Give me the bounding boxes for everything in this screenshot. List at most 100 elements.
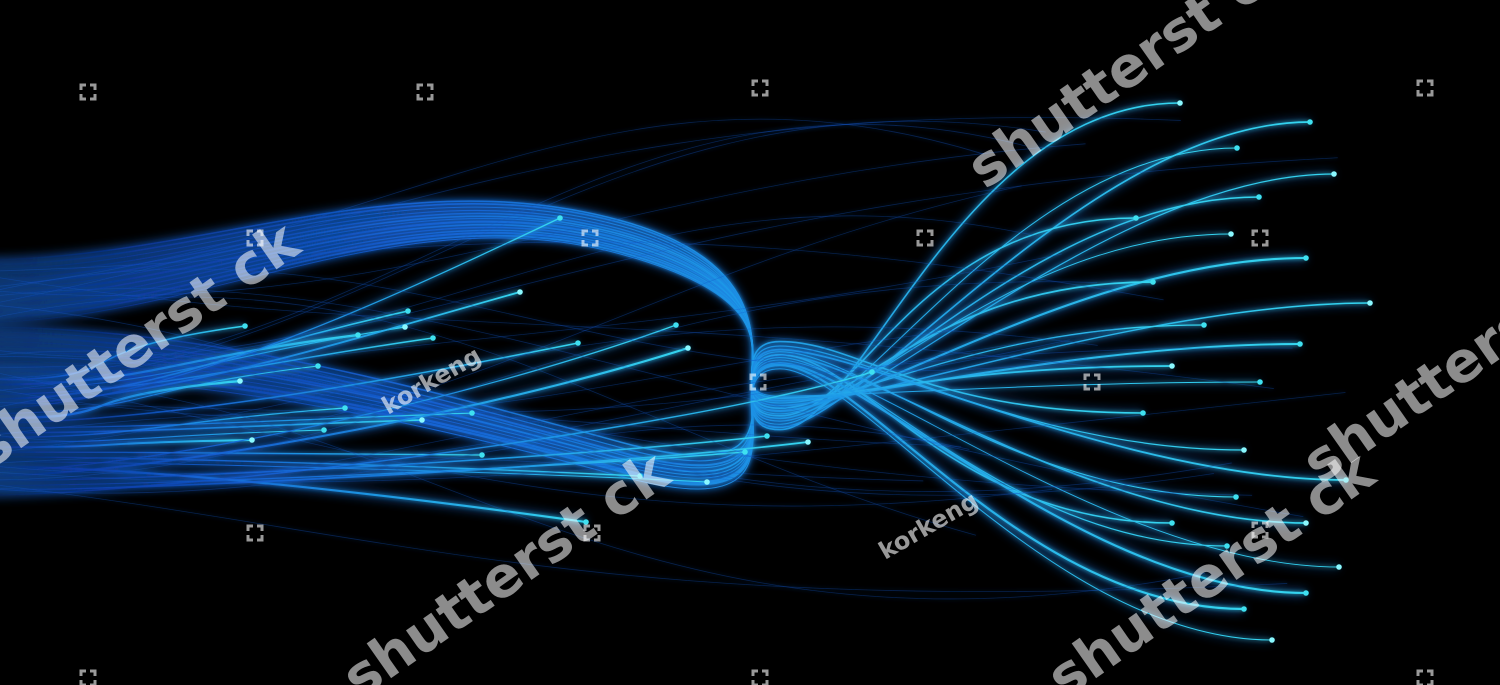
faint-strand — [0, 355, 1253, 496]
strand-tip-dot — [1241, 606, 1247, 612]
strand-tip-dot — [1228, 231, 1234, 237]
strand-tip-dot — [1367, 300, 1373, 306]
shutterstock-aperture-icon — [751, 79, 769, 97]
strand-tip-dot — [764, 433, 770, 439]
light-strand — [0, 451, 746, 487]
faint-strand — [0, 305, 1215, 496]
light-strand — [0, 429, 325, 443]
light-strand — [0, 346, 690, 477]
strand-tip-dot — [1234, 145, 1240, 151]
shutterstock-aperture-icon — [1416, 79, 1434, 97]
light-strand — [0, 342, 579, 424]
faint-strand — [0, 253, 1062, 408]
strand-tip-dot — [1169, 363, 1175, 369]
light-strand — [0, 412, 473, 429]
strand-tip-dot — [1133, 215, 1139, 221]
strand-tip-dot — [1201, 322, 1207, 328]
strand-tip-dot — [242, 323, 248, 329]
shutterstock-aperture-icon — [916, 229, 934, 247]
faint-strand — [0, 277, 1274, 389]
faint-strand — [0, 327, 1124, 475]
strand-tip-dot — [1303, 520, 1309, 526]
strand-tips — [237, 100, 1373, 643]
strand-tip-dot — [315, 363, 321, 369]
shutterstock-aperture-icon — [1251, 521, 1269, 539]
strand-tip-dot — [321, 427, 327, 433]
faint-strand — [0, 454, 924, 482]
strand-tip-dot — [479, 452, 485, 458]
strand-tip-dot — [1177, 100, 1183, 106]
light-strand — [0, 368, 1273, 641]
light-strand — [0, 435, 768, 482]
strand-tip-dot — [237, 378, 243, 384]
strand-tip-dot — [1256, 194, 1262, 200]
strand-tip-dot — [1150, 279, 1156, 285]
strand-tip-dot — [704, 479, 710, 485]
faint-strand — [0, 157, 1338, 368]
faint-strand — [0, 424, 970, 494]
faint-strand — [0, 241, 1164, 301]
strand-tip-dot — [1241, 447, 1247, 453]
shutterstock-aperture-icon — [1416, 669, 1434, 685]
strand-tip-dot — [673, 322, 679, 328]
strand-tip-dot — [1303, 590, 1309, 596]
light-strand — [0, 217, 561, 409]
faint-strand — [0, 268, 1087, 371]
strand-tip-dot — [1269, 637, 1275, 643]
shutterstock-aperture-icon — [1251, 229, 1269, 247]
light-strand — [0, 324, 677, 472]
shutterstock-aperture-icon — [749, 373, 767, 391]
strand-tip-dot — [430, 335, 436, 341]
light-strand — [0, 379, 242, 420]
faint-strand — [0, 330, 955, 418]
faint-strand — [0, 350, 1232, 492]
watermark-logo-layer — [79, 79, 1434, 685]
strand-tip-dot — [575, 340, 581, 346]
light-strand — [0, 326, 1144, 457]
shutterstock-aperture-icon — [79, 83, 97, 101]
shutterstock-aperture-icon — [246, 229, 264, 247]
strand-tip-dot — [685, 345, 691, 351]
shutterstock-aperture-icon — [246, 524, 264, 542]
strand-tip-dot — [419, 417, 425, 423]
shutterstock-aperture-icon — [751, 669, 769, 685]
strand-tip-dot — [1336, 564, 1342, 570]
strand-tip-dot — [637, 473, 643, 479]
light-strand — [0, 365, 319, 415]
faint-strand — [0, 379, 1206, 600]
strand-tip-dot — [1307, 119, 1313, 125]
light-strand — [0, 291, 521, 405]
strand-tip-dot — [1169, 520, 1175, 526]
faint-strand — [0, 117, 1181, 303]
light-strand — [0, 337, 434, 395]
shutterstock-aperture-icon — [583, 524, 601, 542]
light-strand — [0, 407, 346, 439]
faint-strand — [0, 392, 1346, 483]
faint-strand — [0, 339, 1070, 414]
light-strands — [0, 102, 1371, 641]
shutterstock-aperture-icon — [79, 669, 97, 685]
strand-tip-dot — [402, 324, 408, 330]
strand-tip-dot — [405, 308, 411, 314]
faint-strand — [0, 326, 1098, 453]
light-strand — [0, 439, 253, 449]
light-strand — [0, 325, 246, 381]
light-strand — [0, 419, 423, 434]
strand-tip-dot — [1257, 379, 1263, 385]
strand-tip-dot — [517, 289, 523, 295]
faint-strand — [0, 120, 1046, 391]
faint-strand — [0, 143, 1086, 296]
strand-tip-dot — [1343, 477, 1349, 483]
strand-tip-dot — [1233, 494, 1239, 500]
strand-tip-dot — [742, 449, 748, 455]
shutterstock-aperture-icon — [1083, 373, 1101, 391]
strand-tip-dot — [1297, 341, 1303, 347]
strand-tip-dot — [583, 519, 589, 525]
light-strand — [0, 326, 406, 390]
faint-strand — [0, 288, 1304, 518]
shutterstock-aperture-icon — [581, 229, 599, 247]
faint-strand — [0, 215, 1034, 358]
strand-tip-dot — [805, 439, 811, 445]
shutterstock-aperture-icon — [416, 83, 434, 101]
